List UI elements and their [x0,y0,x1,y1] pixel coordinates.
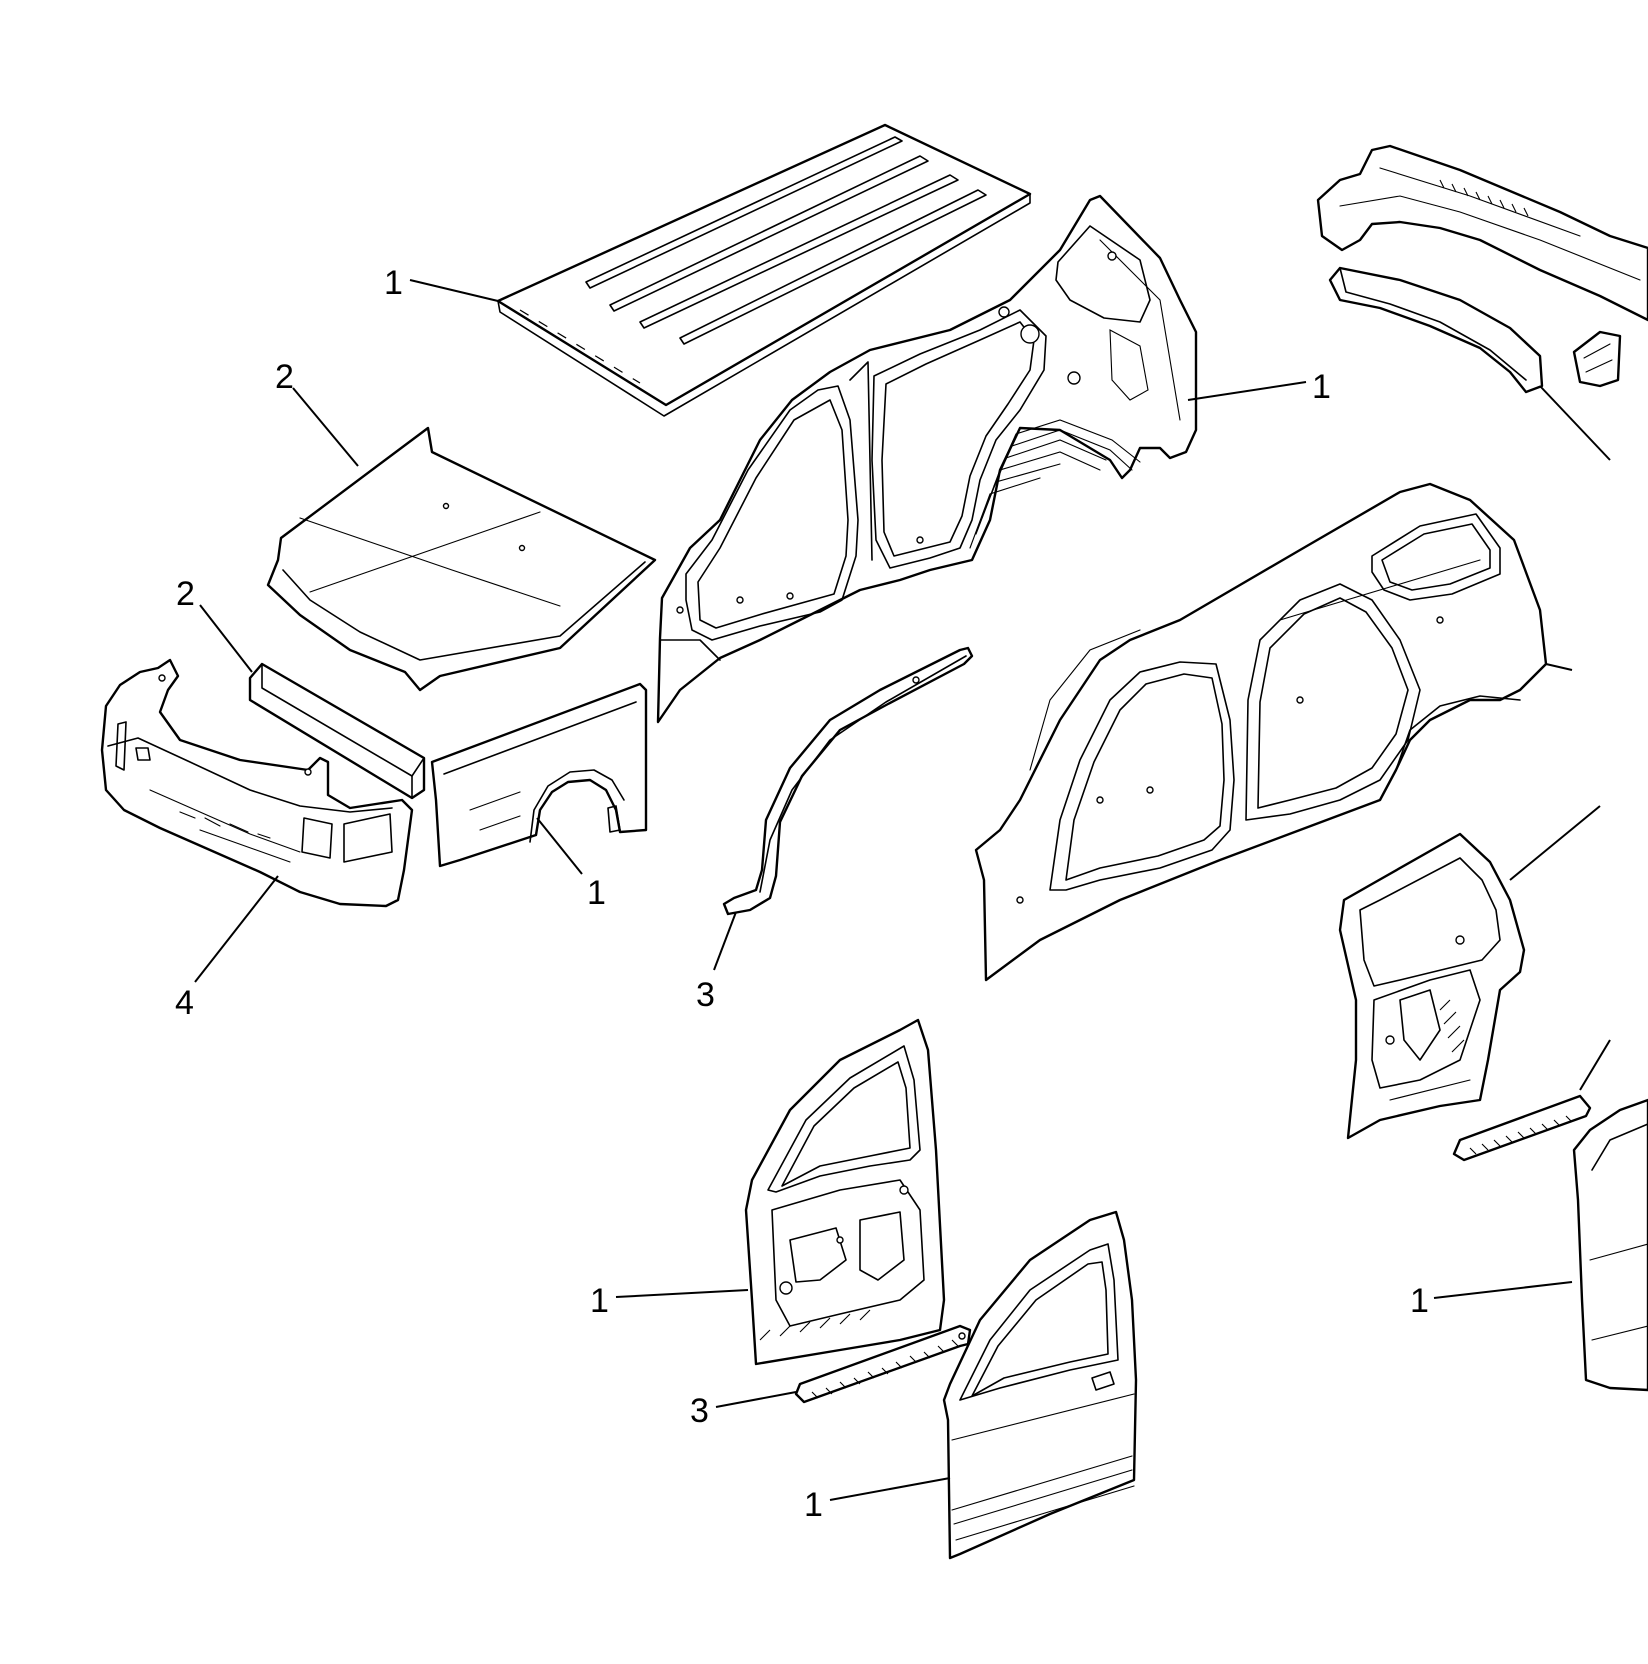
front-door-outer [942,1210,1138,1560]
callout-hood: 2 [275,358,294,396]
rear-door-beam [1452,1094,1592,1162]
rear-door-outer [1572,1098,1648,1392]
rear-bumper-reinforcement [1328,266,1544,394]
leader-front-door-inner [615,1289,749,1298]
leader-front-door-beam [715,1391,797,1408]
leader-roof-panel [409,279,499,302]
leader-rear-reinforcement [1539,385,1611,461]
callout-body-side-inner: 1 [1312,368,1331,406]
front-bumper-reinforcement [248,662,426,800]
hood [266,426,657,692]
leader-body-side-outer [1545,663,1573,671]
rear-bracket [1572,330,1622,388]
roof-panel [496,123,1032,417]
roof-rail [722,646,974,916]
rear-fascia [1316,144,1648,322]
front-door-inner [744,1018,946,1366]
leader-rear-door-outer [1433,1281,1573,1299]
leader-front-fascia [194,875,279,983]
leader-rear-beam [1579,1039,1611,1091]
callout-rear-door-outer: 1 [1410,1282,1429,1320]
leader-hood [292,387,359,467]
callout-roof-rail: 3 [696,976,715,1014]
leader-front-door-outer [829,1477,951,1501]
callout-labels: 1 2 2 1 4 3 1 1 3 1 1 [175,264,1429,1524]
body-side-inner [656,194,1198,724]
callout-front-fascia: 4 [175,984,194,1022]
body-side-outer [974,482,1548,982]
leader-rear-door-inner [1509,805,1601,881]
callout-front-door-outer: 1 [804,1486,823,1524]
front-fascia [100,658,414,908]
callout-front-door-beam: 3 [690,1392,709,1430]
leader-front-fender [536,817,583,875]
leader-body-side-inner [1187,381,1307,401]
front-door-beam [794,1324,972,1404]
callout-front-fender: 1 [587,874,606,912]
leader-lines [194,279,1611,1501]
front-fender [430,682,648,868]
rear-door-inner [1338,832,1526,1140]
callout-front-door-inner: 1 [590,1282,609,1320]
callout-front-bumper-reinforcement: 2 [176,575,195,613]
leader-front-bumper-reinforcement [199,604,253,673]
leader-roof-rail [713,911,737,971]
callout-roof-panel: 1 [384,264,403,302]
